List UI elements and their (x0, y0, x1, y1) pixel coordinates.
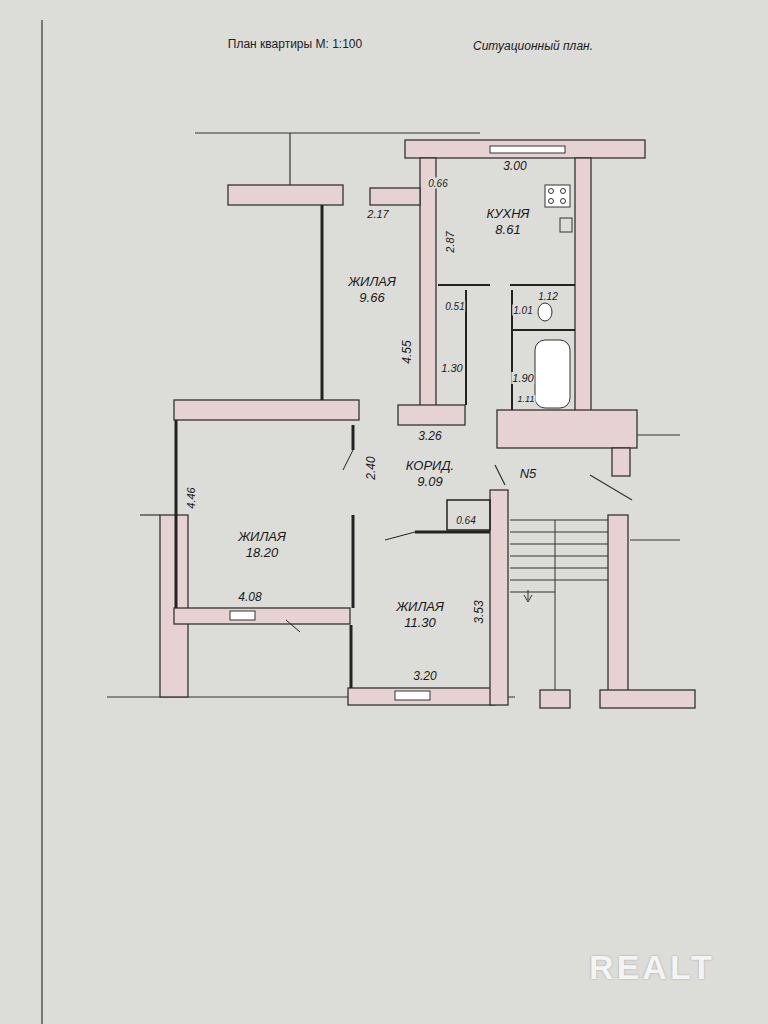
dimension: 3.53 (473, 599, 486, 624)
room-area: КУХНЯ8.61 (479, 204, 538, 239)
watermark: REALT (588, 949, 716, 986)
room-area-value: 18.20 (234, 545, 290, 561)
dimension: 2.87 (444, 230, 456, 253)
dimension: 0.66 (427, 178, 448, 189)
room-area: ЖИЛАЯ9.66 (340, 272, 404, 307)
dimension: 1.30 (440, 362, 463, 374)
dimension: 0.51 (444, 301, 465, 312)
dimension: 1.01 (512, 305, 533, 316)
room-area-value: 9.09 (402, 474, 459, 490)
room-area-value: 8.61 (483, 222, 534, 238)
room-area-value: 11.30 (392, 615, 448, 631)
dimension: 1.12 (537, 291, 558, 302)
room-name: ЖИЛАЯ (392, 599, 448, 615)
room-area-value: 9.66 (344, 290, 400, 306)
dimension: 3.26 (417, 430, 442, 443)
room-name: ЖИЛАЯ (344, 274, 400, 290)
dimension: 1.90 (511, 372, 534, 384)
dimension: 3.20 (412, 670, 437, 683)
dimension: 4.46 (185, 486, 197, 509)
dimension: 2.17 (366, 208, 389, 220)
dimension: 2.40 (365, 455, 378, 480)
dimension: 0.64 (455, 515, 476, 526)
room-area: КОРИД.9.09 (398, 456, 463, 491)
room-name: КУХНЯ (483, 206, 534, 222)
room-name: КОРИД. (402, 458, 459, 474)
room-name: ЖИЛАЯ (234, 529, 290, 545)
plan-heading: Ситуационный план. (472, 40, 594, 53)
dimension: 4.08 (237, 591, 262, 604)
dimension: 4.55 (401, 339, 414, 364)
room-area: ЖИЛАЯ18.20 (230, 527, 294, 562)
dimension: 3.00 (502, 160, 527, 173)
dimension: N5 (519, 467, 538, 481)
room-area: ЖИЛАЯ11.30 (388, 597, 452, 632)
dimension: 1.11 (517, 395, 536, 405)
plan-title: План квартиры М: 1:100 (228, 37, 362, 51)
